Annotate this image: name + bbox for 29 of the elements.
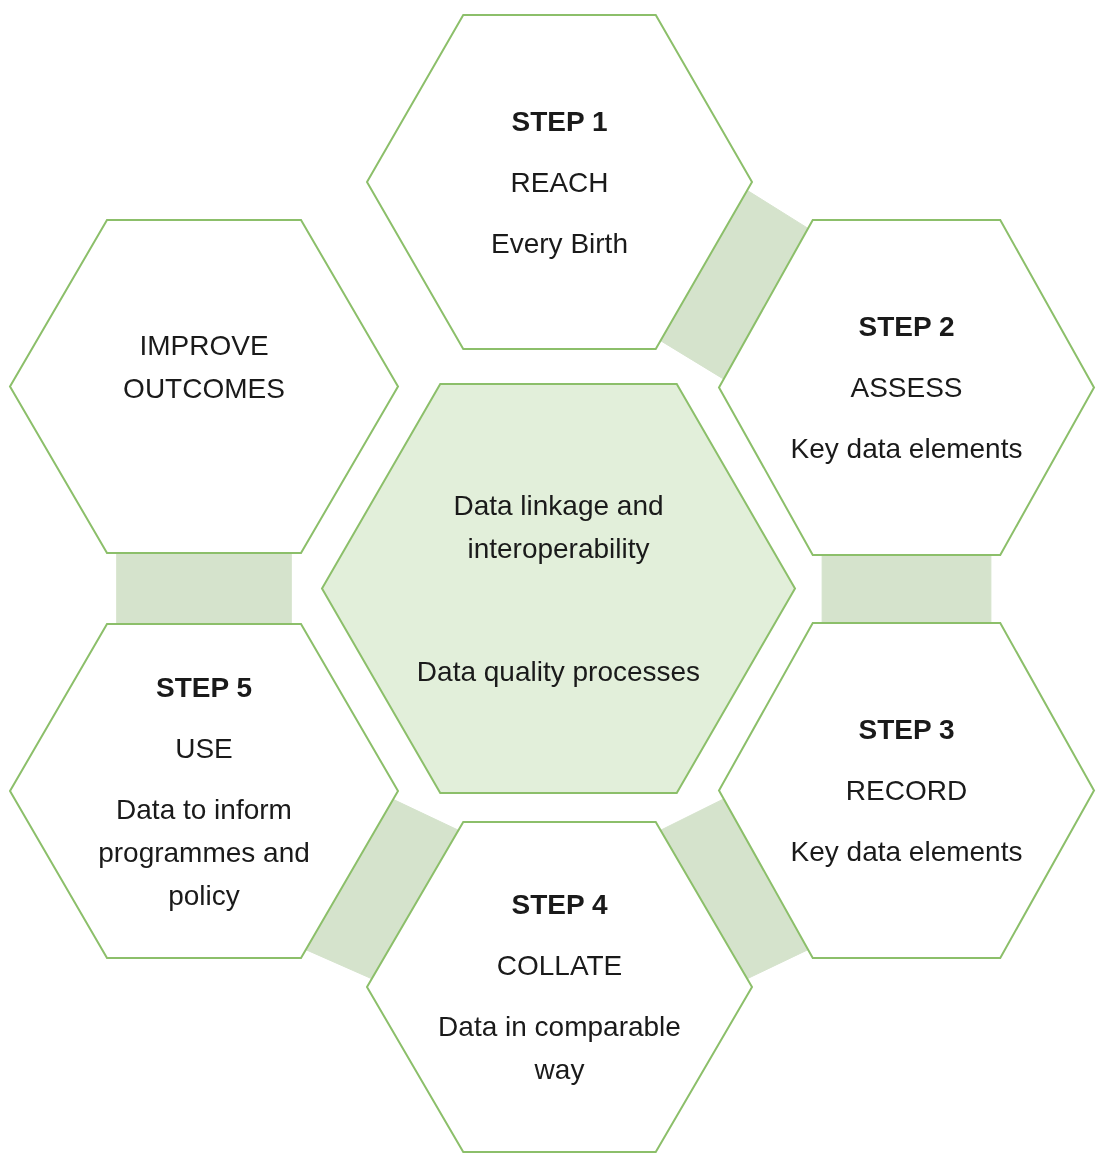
hexagon-text: COLLATE — [496, 949, 623, 983]
hexagon-shape — [367, 15, 752, 349]
hexagon-text: Data quality processes — [416, 655, 701, 689]
hexagon-shape — [10, 624, 398, 958]
hexagon-text: USE — [175, 731, 233, 766]
hexagon-text: Every Birth — [491, 226, 628, 261]
connector-band — [116, 552, 292, 625]
hexagon-text: RECORD — [845, 774, 968, 808]
hexagon-text: ASSESS — [850, 371, 963, 405]
connector-band — [660, 798, 809, 980]
hexagon-text: REACH — [510, 165, 609, 200]
connector-band — [305, 798, 459, 980]
hexagon-text: Data to inform programmes and policy — [97, 792, 311, 913]
hexagon-shape — [719, 220, 1094, 555]
hexagon-text: Key data elements — [790, 835, 1023, 869]
step-heading: STEP 5 — [156, 670, 252, 705]
step-heading: STEP 3 — [858, 713, 955, 747]
step-heading: STEP 1 — [511, 104, 608, 139]
hexagon-shape — [10, 220, 398, 553]
hexagon-text: IMPROVE OUTCOMES — [122, 328, 286, 406]
step-heading: STEP 2 — [858, 310, 955, 344]
connector-band — [821, 554, 992, 624]
hexagon-text: Key data elements — [790, 432, 1023, 466]
connector-band — [660, 189, 809, 380]
hexagon-shape — [719, 623, 1094, 958]
hexagon-shape — [367, 822, 752, 1152]
step-heading: STEP 4 — [511, 888, 608, 922]
hexagon-text: Data in comparable way — [437, 1010, 682, 1087]
hexagon-text: Data linkage and interoperability — [452, 489, 665, 566]
